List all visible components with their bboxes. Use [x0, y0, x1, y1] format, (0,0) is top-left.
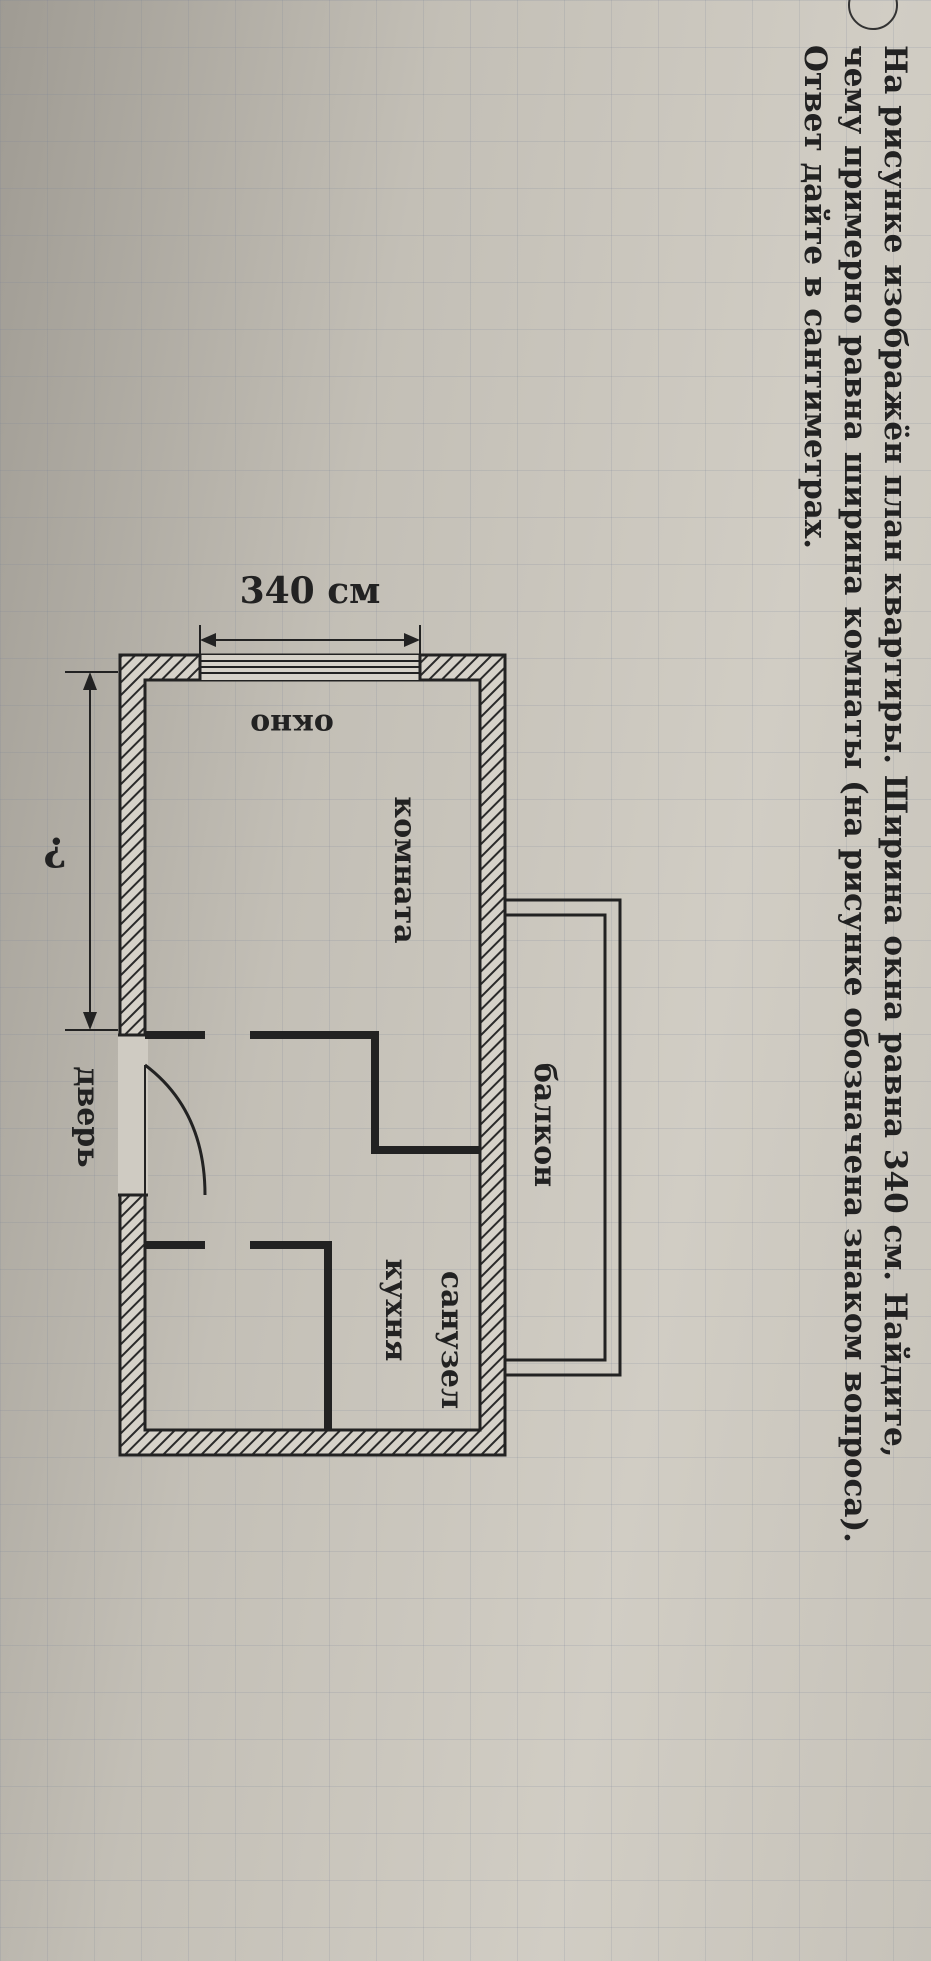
room-width-dimension — [65, 671, 118, 1031]
window-width-label: 340 см — [240, 570, 381, 612]
door — [118, 1033, 207, 1197]
interior-walls — [145, 1031, 480, 1430]
label-kitchen: кухня — [378, 1259, 413, 1362]
label-window: окно — [250, 707, 334, 742]
balcony — [505, 898, 622, 1377]
unknown-width-label: ? — [43, 828, 66, 875]
label-room: комната — [387, 796, 422, 943]
label-bathroom: санузел — [434, 1271, 469, 1409]
label-balcony: балкон — [527, 1063, 562, 1187]
window-width-dimension — [199, 625, 421, 655]
window — [198, 655, 422, 680]
label-door: дверь — [70, 1066, 105, 1167]
